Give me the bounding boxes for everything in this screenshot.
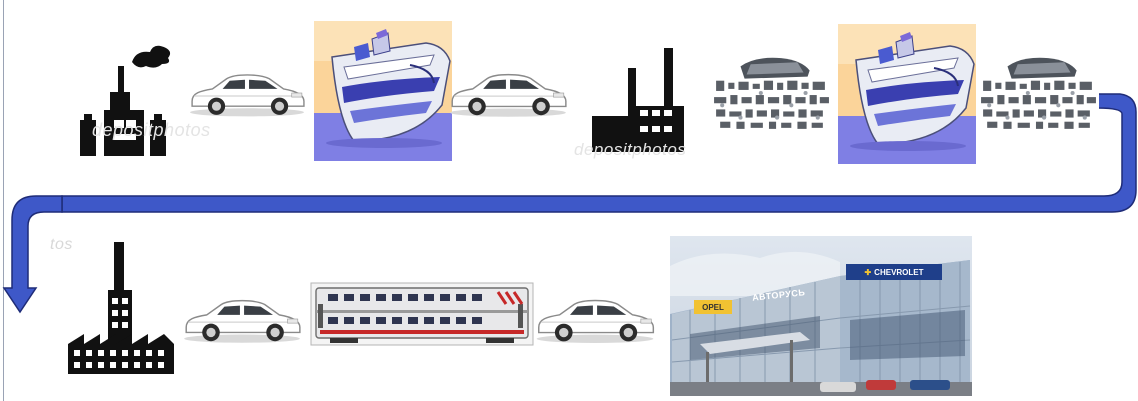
ship-icon-2 bbox=[838, 24, 976, 164]
train-icon bbox=[310, 282, 534, 346]
car-icon-1 bbox=[186, 68, 308, 118]
car-icon-2 bbox=[446, 68, 570, 118]
sign-chevrolet-label: CHEVROLET bbox=[874, 268, 923, 277]
factory-icon-2 bbox=[586, 46, 690, 154]
watermark-2: depositphotos bbox=[574, 140, 686, 160]
car-parts-icon-2 bbox=[977, 52, 1099, 134]
ship-icon-1 bbox=[314, 21, 452, 161]
watermark-1: depositphotos bbox=[92, 120, 211, 141]
car-icon-3 bbox=[180, 294, 304, 344]
car-icon-4 bbox=[532, 294, 658, 344]
chevrolet-bowtie-icon: ✚ bbox=[864, 268, 871, 277]
sign-opel: OPEL bbox=[694, 300, 732, 314]
dealership-photo bbox=[670, 236, 972, 396]
sign-chevrolet: ✚ CHEVROLET bbox=[846, 264, 942, 280]
factory-icon-3 bbox=[66, 240, 176, 376]
car-parts-icon-1 bbox=[710, 52, 832, 134]
